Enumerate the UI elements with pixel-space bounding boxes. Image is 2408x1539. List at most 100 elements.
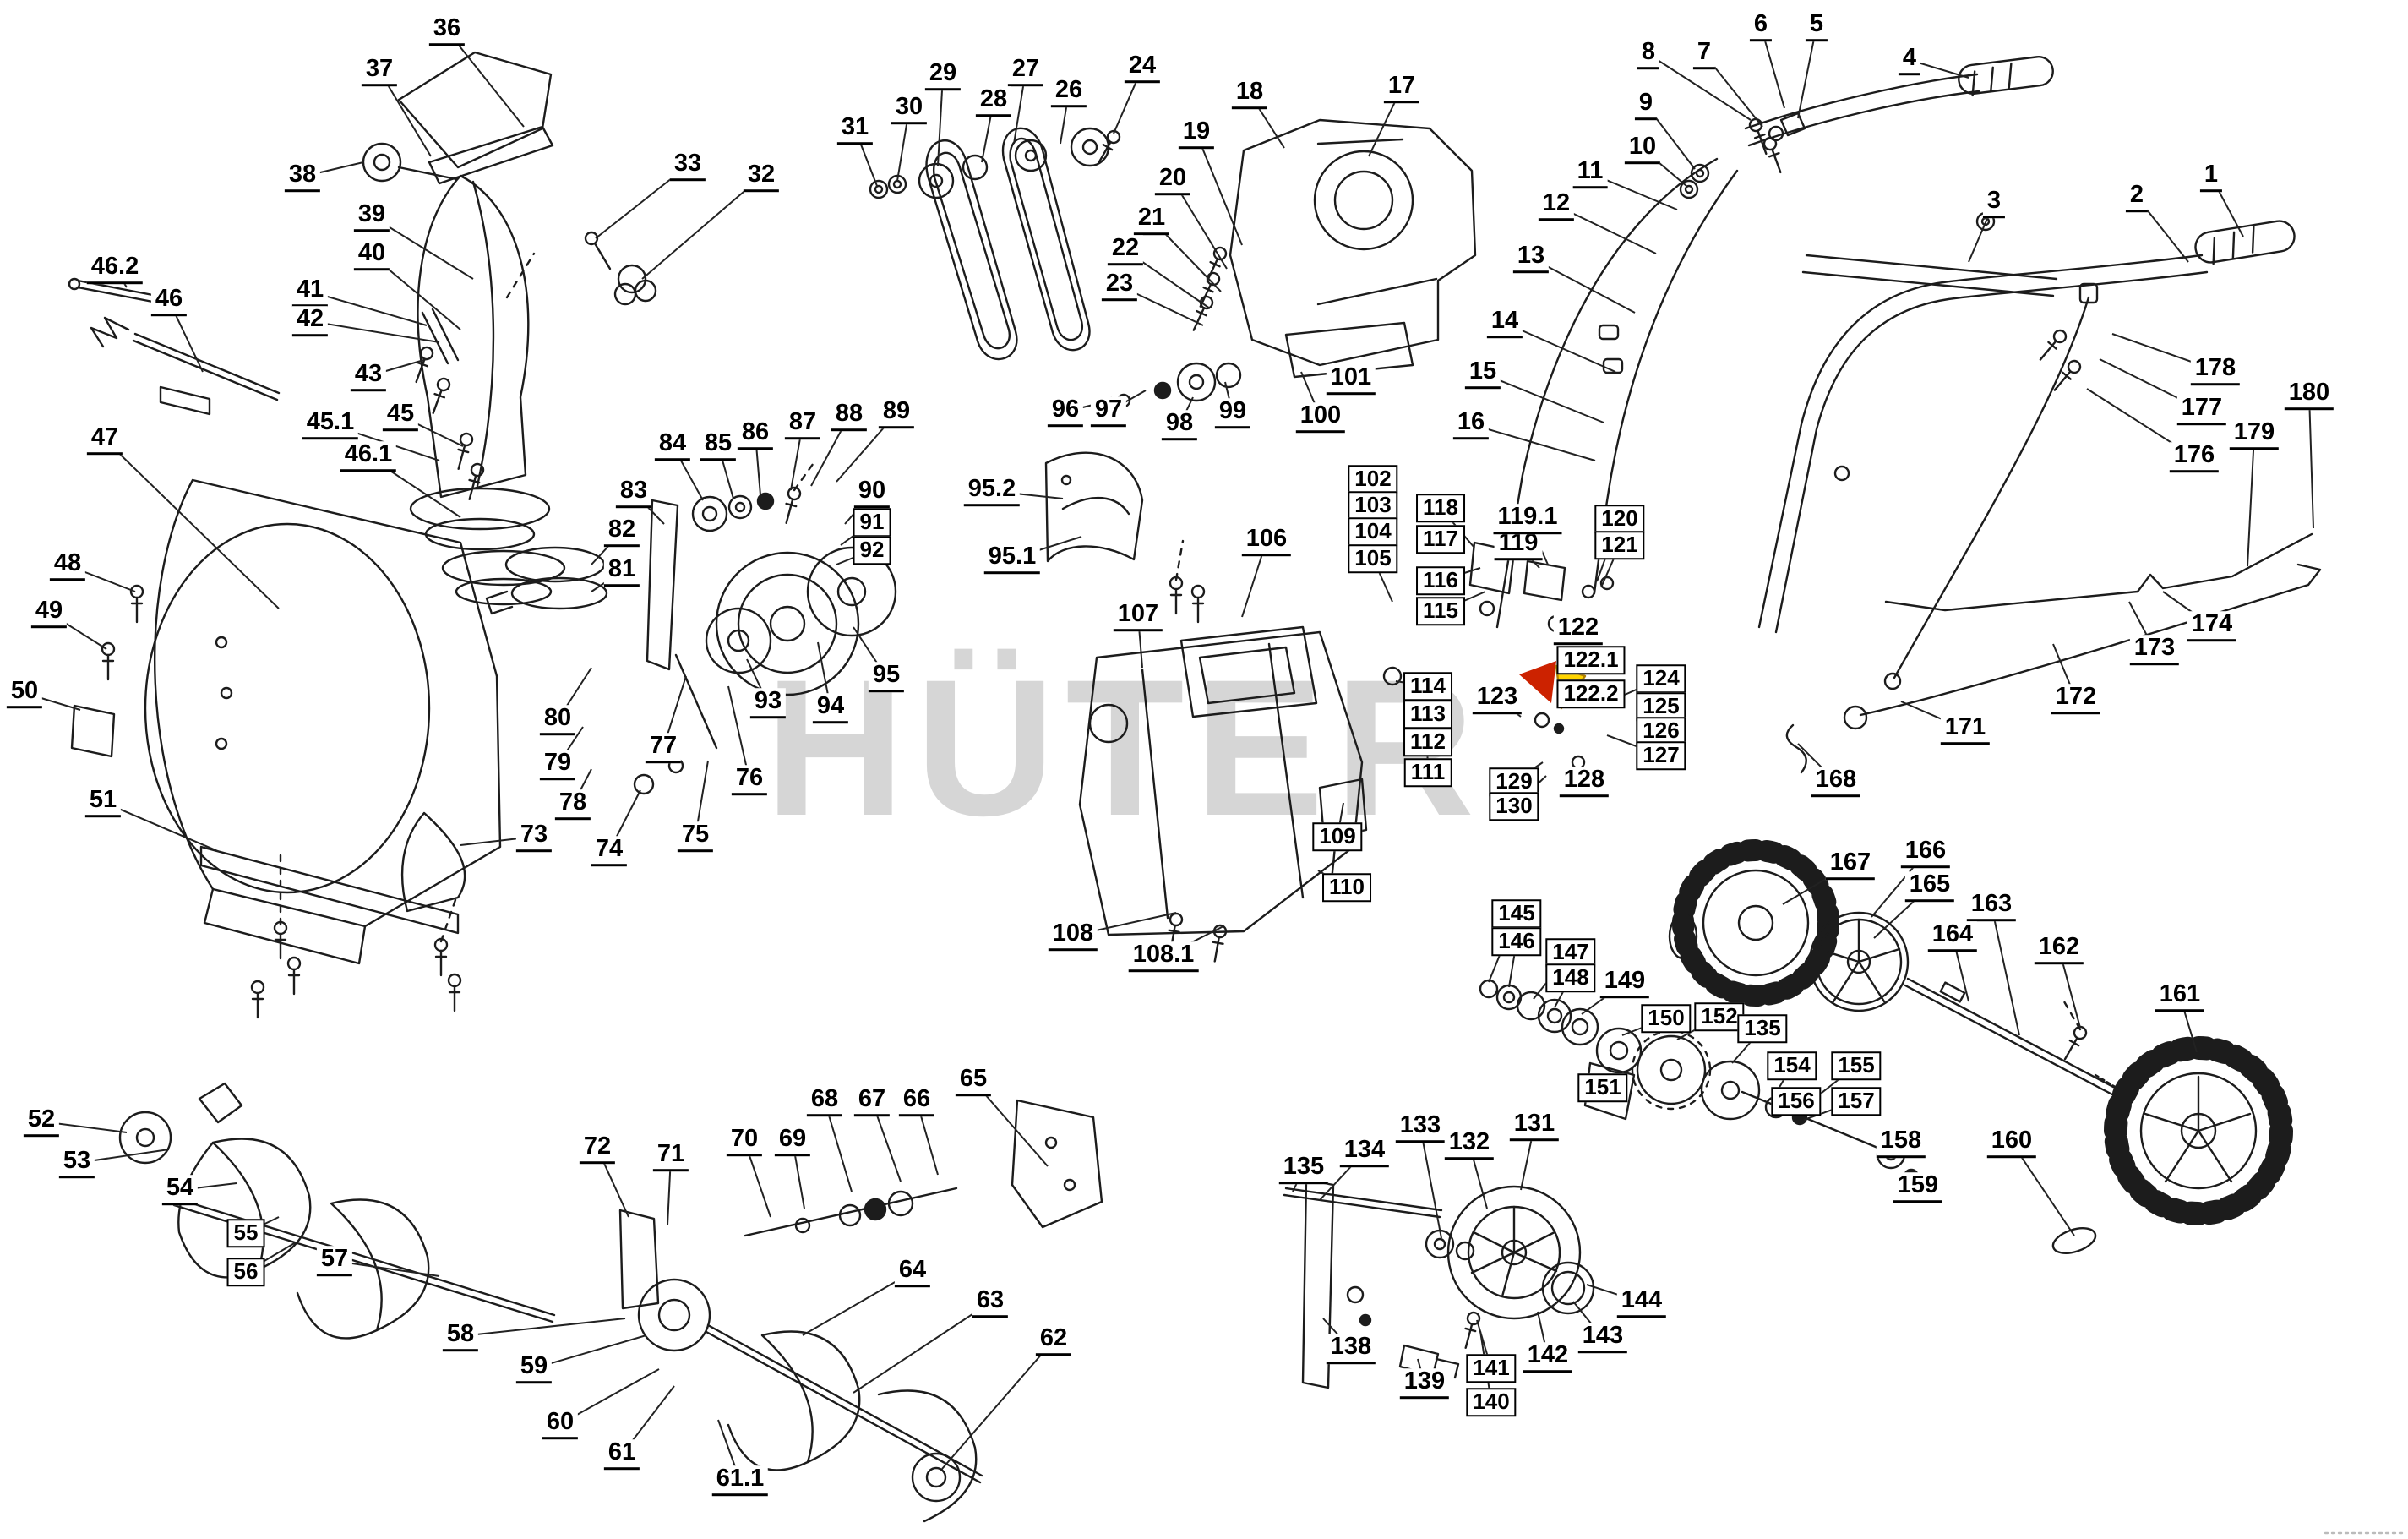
- engine-art: [1092, 118, 1477, 413]
- part-label-151: 151: [1577, 1073, 1628, 1102]
- left-auger-art: [118, 1082, 556, 1340]
- part-label-47: 47: [86, 424, 123, 455]
- part-label-74: 74: [591, 836, 628, 866]
- part-label-28: 28: [975, 86, 1012, 117]
- part-label-112: 112: [1403, 728, 1452, 756]
- part-label-31: 31: [836, 114, 874, 145]
- part-label-23: 23: [1101, 270, 1138, 301]
- part-label-72: 72: [579, 1133, 616, 1164]
- part-label-108.1: 108.1: [1128, 941, 1199, 972]
- belt-guard-art: [1044, 451, 1144, 563]
- part-label-61.1: 61.1: [711, 1465, 769, 1496]
- part-label-91: 91: [853, 508, 891, 537]
- part-label-163: 163: [1966, 891, 2017, 921]
- part-label-92: 92: [853, 536, 891, 565]
- part-label-39: 39: [353, 201, 390, 232]
- part-label-62: 62: [1035, 1325, 1072, 1356]
- part-label-37: 37: [361, 56, 398, 86]
- part-label-118: 118: [1416, 494, 1465, 522]
- part-label-21: 21: [1133, 205, 1170, 235]
- part-label-79: 79: [539, 750, 576, 780]
- part-label-156: 156: [1771, 1087, 1822, 1116]
- part-label-1: 1: [2199, 161, 2223, 192]
- part-label-154: 154: [1767, 1051, 1817, 1080]
- part-label-149: 149: [1599, 968, 1650, 998]
- part-label-75: 75: [677, 821, 714, 852]
- part-label-67: 67: [853, 1086, 891, 1116]
- part-label-14: 14: [1486, 308, 1523, 338]
- part-label-128: 128: [1559, 767, 1610, 797]
- part-label-27: 27: [1007, 56, 1044, 86]
- part-label-46.2: 46.2: [86, 254, 144, 284]
- part-label-59: 59: [515, 1353, 553, 1383]
- part-label-139: 139: [1399, 1368, 1450, 1399]
- part-label-95.2: 95.2: [963, 476, 1021, 506]
- part-label-120: 120: [1594, 505, 1645, 533]
- part-label-45.1: 45.1: [302, 409, 359, 439]
- part-label-171: 171: [1940, 714, 1991, 745]
- part-label-40: 40: [353, 240, 390, 270]
- part-label-127: 127: [1636, 741, 1686, 770]
- part-label-52: 52: [23, 1106, 60, 1137]
- part-label-124: 124: [1636, 664, 1686, 693]
- part-label-107: 107: [1113, 601, 1163, 631]
- part-label-95.1: 95.1: [983, 543, 1041, 574]
- part-label-146: 146: [1491, 927, 1542, 956]
- part-label-113: 113: [1403, 700, 1452, 729]
- part-label-77: 77: [645, 733, 682, 763]
- part-label-115: 115: [1416, 597, 1465, 625]
- part-label-53: 53: [58, 1148, 95, 1178]
- part-label-122: 122: [1553, 614, 1604, 645]
- part-label-135: 135: [1737, 1014, 1788, 1043]
- part-label-96: 96: [1047, 396, 1084, 427]
- part-label-13: 13: [1512, 243, 1550, 273]
- part-label-60: 60: [542, 1409, 579, 1439]
- part-label-110: 110: [1322, 873, 1371, 902]
- part-label-9: 9: [1634, 90, 1658, 120]
- part-label-165: 165: [1904, 871, 1955, 902]
- auger-housing-art: [70, 478, 502, 965]
- part-label-100: 100: [1295, 402, 1346, 433]
- assembly-dashes-art: [279, 252, 2082, 1031]
- impeller-pulley-art: [485, 485, 897, 795]
- part-label-174: 174: [2187, 611, 2237, 641]
- part-label-57: 57: [316, 1246, 353, 1276]
- part-label-48: 48: [49, 550, 86, 581]
- part-label-69: 69: [774, 1126, 811, 1156]
- part-label-11: 11: [1572, 158, 1608, 188]
- part-label-168: 168: [1811, 767, 1861, 797]
- part-label-143: 143: [1577, 1323, 1628, 1353]
- part-label-114: 114: [1403, 672, 1452, 701]
- part-label-132: 132: [1444, 1129, 1495, 1160]
- part-label-180: 180: [2284, 379, 2334, 410]
- part-label-177: 177: [2176, 395, 2227, 425]
- part-label-66: 66: [898, 1086, 935, 1116]
- part-label-3: 3: [1982, 188, 2006, 218]
- part-label-155: 155: [1831, 1051, 1882, 1080]
- part-label-64: 64: [894, 1257, 931, 1287]
- part-label-166: 166: [1900, 838, 1951, 868]
- part-label-148: 148: [1545, 963, 1596, 992]
- part-label-145: 145: [1491, 899, 1542, 928]
- part-label-16: 16: [1452, 409, 1490, 439]
- part-label-82: 82: [603, 516, 640, 547]
- part-label-61: 61: [603, 1439, 640, 1470]
- part-label-134: 134: [1339, 1137, 1390, 1167]
- part-label-167: 167: [1825, 849, 1876, 880]
- part-label-15: 15: [1464, 358, 1501, 389]
- part-label-19: 19: [1178, 118, 1215, 149]
- part-label-119.1: 119.1: [1493, 504, 1562, 534]
- part-label-32: 32: [743, 161, 780, 192]
- part-label-93: 93: [749, 688, 787, 718]
- part-label-122.2: 122.2: [1556, 679, 1626, 708]
- part-label-30: 30: [891, 94, 928, 124]
- part-label-6: 6: [1749, 11, 1773, 41]
- part-label-22: 22: [1107, 235, 1144, 265]
- part-label-17: 17: [1383, 73, 1420, 103]
- part-label-160: 160: [1986, 1127, 2037, 1158]
- part-label-73: 73: [515, 821, 553, 852]
- part-label-117: 117: [1416, 525, 1465, 554]
- part-label-138: 138: [1326, 1334, 1376, 1364]
